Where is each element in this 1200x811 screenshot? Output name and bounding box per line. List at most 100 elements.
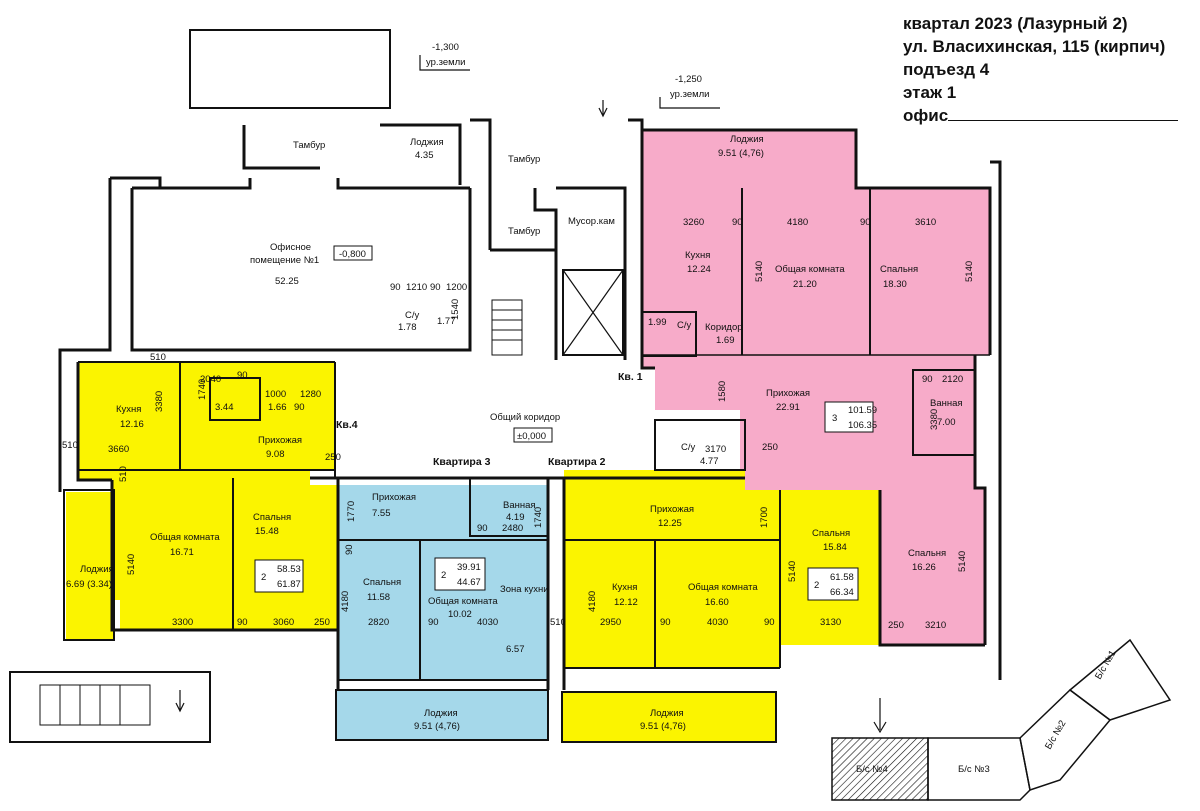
dim-5140-k2: 5140 <box>787 561 798 582</box>
dim-4180-k3: 4180 <box>340 591 351 612</box>
level-ground-1: -1,300 <box>432 42 459 53</box>
dim-3300: 3300 <box>172 617 193 628</box>
dim-1580: 1580 <box>717 381 728 402</box>
k4-hall: Прихожая <box>258 435 302 446</box>
dim-4180: 4180 <box>787 217 808 228</box>
k3-bed: Спальня <box>363 577 401 588</box>
k3-loggia-area: 9.51 (4,76) <box>414 721 460 732</box>
dim-90-k3-a: 90 <box>477 523 488 534</box>
apartment-1-fill <box>642 130 990 645</box>
dim-1740-k3: 1740 <box>533 507 544 528</box>
dim-5140-k4: 5140 <box>126 554 137 575</box>
dim-1740: 1740 <box>197 379 208 400</box>
apartment-2-loggia-fill <box>562 692 776 742</box>
key-bs-4: Б/с №4 <box>856 764 888 775</box>
dim-5140-b: 5140 <box>964 261 975 282</box>
k3-living-area: 10.02 <box>448 609 472 620</box>
office-wc-area-1: 1.78 <box>398 322 417 333</box>
k4-summary-box <box>254 559 304 593</box>
dim-90-office-1: 90 <box>390 282 401 293</box>
office-name-2: помещение №1 <box>250 255 319 266</box>
k4-hall-area: 9.08 <box>266 449 285 460</box>
corridor-label: Общий коридор <box>490 412 560 423</box>
apartment-fills <box>66 130 990 742</box>
dim-3170: 3170 <box>705 444 726 455</box>
dim-2950: 2950 <box>600 617 621 628</box>
room-loggia-top: Лоджия <box>410 137 444 148</box>
markers <box>175 55 720 713</box>
plan-header: квартал 2023 (Лазурный 2) ул. Власихинск… <box>903 12 1193 127</box>
k2-loggia-area: 9.51 (4,76) <box>640 721 686 732</box>
room-loggia-top-area: 4.35 <box>415 150 434 161</box>
dim-250-k4: 250 <box>325 452 341 463</box>
dim-250-k4-b: 250 <box>314 617 330 628</box>
k1-bed-2: Спальня <box>908 548 946 559</box>
dim-1200: 1200 <box>446 282 467 293</box>
k1-living: Общая комната <box>775 264 845 275</box>
office-wc-area-2: 1.77 <box>437 316 456 327</box>
dim-1000: 1000 <box>265 389 286 400</box>
header-block: квартал 2023 (Лазурный 2) <box>903 14 1128 33</box>
dim-4180-k2: 4180 <box>587 591 598 612</box>
k3-hall-area: 7.55 <box>372 508 391 519</box>
k3-area-a: 39.91 <box>457 562 481 573</box>
k3-bath-area: 4.19 <box>506 512 525 523</box>
level-ground-2: -1,250 <box>675 74 702 85</box>
dim-90-k1-b: 90 <box>860 217 871 228</box>
k4-wc-area-2: 1.66 <box>268 402 287 413</box>
dim-510-k4-a: 510 <box>150 352 166 363</box>
apartment-3-label: Квартира 3 <box>433 456 491 468</box>
k3-loggia: Лоджия <box>424 708 458 719</box>
dim-90-k1-a: 90 <box>732 217 743 228</box>
header-entrance: подъезд 4 <box>903 60 990 79</box>
level-ground-1-label: ур.земли <box>426 57 465 68</box>
k4-bed: Спальня <box>253 512 291 523</box>
k3-area-b: 44.67 <box>457 577 481 588</box>
k2-rooms: 2 <box>814 580 819 591</box>
k3-rooms: 2 <box>441 570 446 581</box>
dim-90-k3-c: 90 <box>428 617 439 628</box>
k1-kitchen-area: 12.24 <box>687 264 711 275</box>
dim-3610: 3610 <box>915 217 936 228</box>
k1-hall: Прихожая <box>766 388 810 399</box>
dim-90-k1-c: 90 <box>922 374 933 385</box>
dim-4030-k3: 4030 <box>477 617 498 628</box>
k2-hall: Прихожая <box>650 504 694 515</box>
k1-wc2: С/у <box>681 442 696 453</box>
room-tambur-2: Тамбур <box>508 154 540 165</box>
key-bs-1: Б/с №1 <box>1093 649 1118 682</box>
dim-2120: 2120 <box>942 374 963 385</box>
k3-living: Общая комната <box>428 596 498 607</box>
dim-3060: 3060 <box>273 617 294 628</box>
dim-3660: 3660 <box>108 444 129 455</box>
dim-4030-k2: 4030 <box>707 617 728 628</box>
k1-bed-2-area: 16.26 <box>912 562 936 573</box>
dim-5140-k1-bed2: 5140 <box>957 551 968 572</box>
stairs <box>39 299 523 726</box>
dim-2820: 2820 <box>368 617 389 628</box>
apartment-1-label: Кв. 1 <box>618 371 643 383</box>
dim-90-k4-b: 90 <box>294 402 305 413</box>
dim-90-office-2: 90 <box>430 282 441 293</box>
k4-loggia-area: 6.69 (3.34) <box>66 579 112 590</box>
k2-area-a: 61.58 <box>830 572 854 583</box>
k4-area-a: 58.53 <box>277 564 301 575</box>
k3-hall: Прихожая <box>372 492 416 503</box>
corridor-level-box <box>513 427 553 443</box>
k1-bath: Ванная <box>930 398 963 409</box>
k1-corridor-area: 1.69 <box>716 335 735 346</box>
labels: -1,300 ур.земли -1,250 ур.земли Тамбур Л… <box>62 42 1118 775</box>
k2-summary-box <box>807 567 859 601</box>
dim-1770: 1770 <box>346 501 357 522</box>
dim-3130: 3130 <box>820 617 841 628</box>
k4-wc-area-1: 3.44 <box>215 402 234 413</box>
k1-bed-1-area: 18.30 <box>883 279 907 290</box>
dim-1700: 1700 <box>759 507 770 528</box>
k1-wc2-area: 4.77 <box>700 456 719 467</box>
level-ground-2-label: ур.земли <box>670 89 709 100</box>
dim-2040: 2040 <box>200 374 221 385</box>
k2-loggia: Лоджия <box>650 708 684 719</box>
apartment-3-loggia-fill <box>336 690 548 740</box>
k4-area-b: 61.87 <box>277 579 301 590</box>
